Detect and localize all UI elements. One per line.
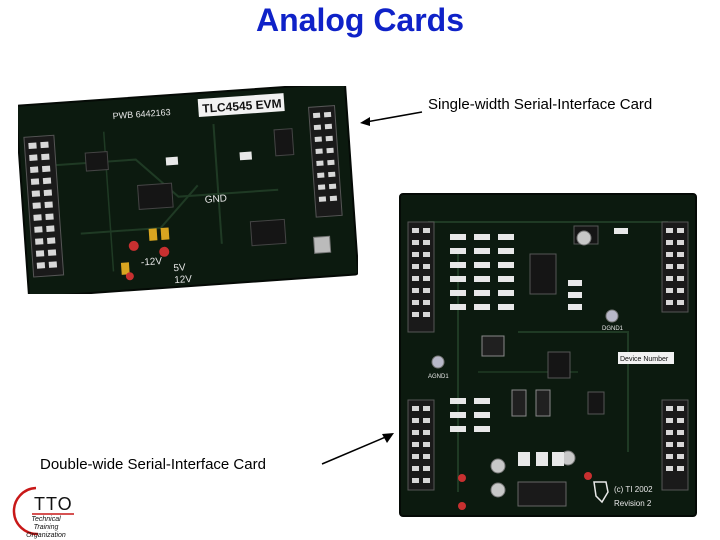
ti-logo-icon [593,481,609,504]
slide-title: Analog Cards [255,2,465,38]
double-wide-board-image: Device Number AGND1 DGND1 (c) TI 2002 Re… [399,193,697,517]
ic-chip [587,391,605,415]
silk-5v: 5V [173,262,186,274]
ic-chip [84,151,109,172]
tto-logo-line: Organization [26,532,66,539]
silk-12v: 12V [174,274,193,286]
double-wide-pointer-arrow [321,433,394,465]
ic-chip [529,253,557,295]
jumper-block [535,389,551,417]
silk-gnd: GND [204,193,227,206]
silk-device-number: Device Number [620,356,669,363]
double-wide-card-label: Double-wide Serial-Interface Card [40,456,266,473]
p1-header-connector [407,221,435,333]
silk-revision: Revision 2 [614,499,652,508]
silk-minus-12v: -12V [141,256,163,268]
p5-header-connector [517,481,567,507]
device-number-plate [618,352,674,364]
ic-chip [249,218,287,247]
tto-logo-subtitle: Technical Training Organization [16,516,76,540]
ic-chip [273,128,295,157]
single-width-pointer-arrow [360,111,423,126]
pcb-body [14,81,360,299]
ic-chip [547,351,571,379]
silk-part-number: PWB 6442163 [112,107,171,121]
silk-copyright: (c) TI 2002 [614,485,653,494]
p2-header-connector [407,399,435,491]
double-wide-board-photo: Device Number AGND1 DGND1 (c) TI 2002 Re… [398,192,700,525]
tto-logo-ring-icon [12,486,74,536]
silk-agnd: AGND1 [428,374,449,380]
jumper-block [481,335,505,357]
single-width-board-photo: PWB 6442163 TLC4545 EVM GND -12V 5V 12V [14,81,360,299]
tto-logo-line: Training [33,524,59,531]
right-header-connector [307,105,343,218]
tto-logo: TTO Technical Training Organization [4,484,84,540]
silk-dgnd: DGND1 [602,326,624,332]
jumper-block [511,389,527,417]
tto-logo-line: Technical [31,516,61,523]
p4-header-connector [661,399,689,491]
model-label-plate [197,93,285,118]
tto-logo-name: TTO [34,494,73,514]
ic-chip [137,182,174,210]
silk-model: TLC4545 EVM [202,96,282,116]
single-width-board-image: PWB 6442163 TLC4545 EVM GND -12V 5V 12V [14,81,360,299]
p3-header-connector [661,221,689,313]
single-width-card-label: Single-width Serial-Interface Card [428,96,653,113]
